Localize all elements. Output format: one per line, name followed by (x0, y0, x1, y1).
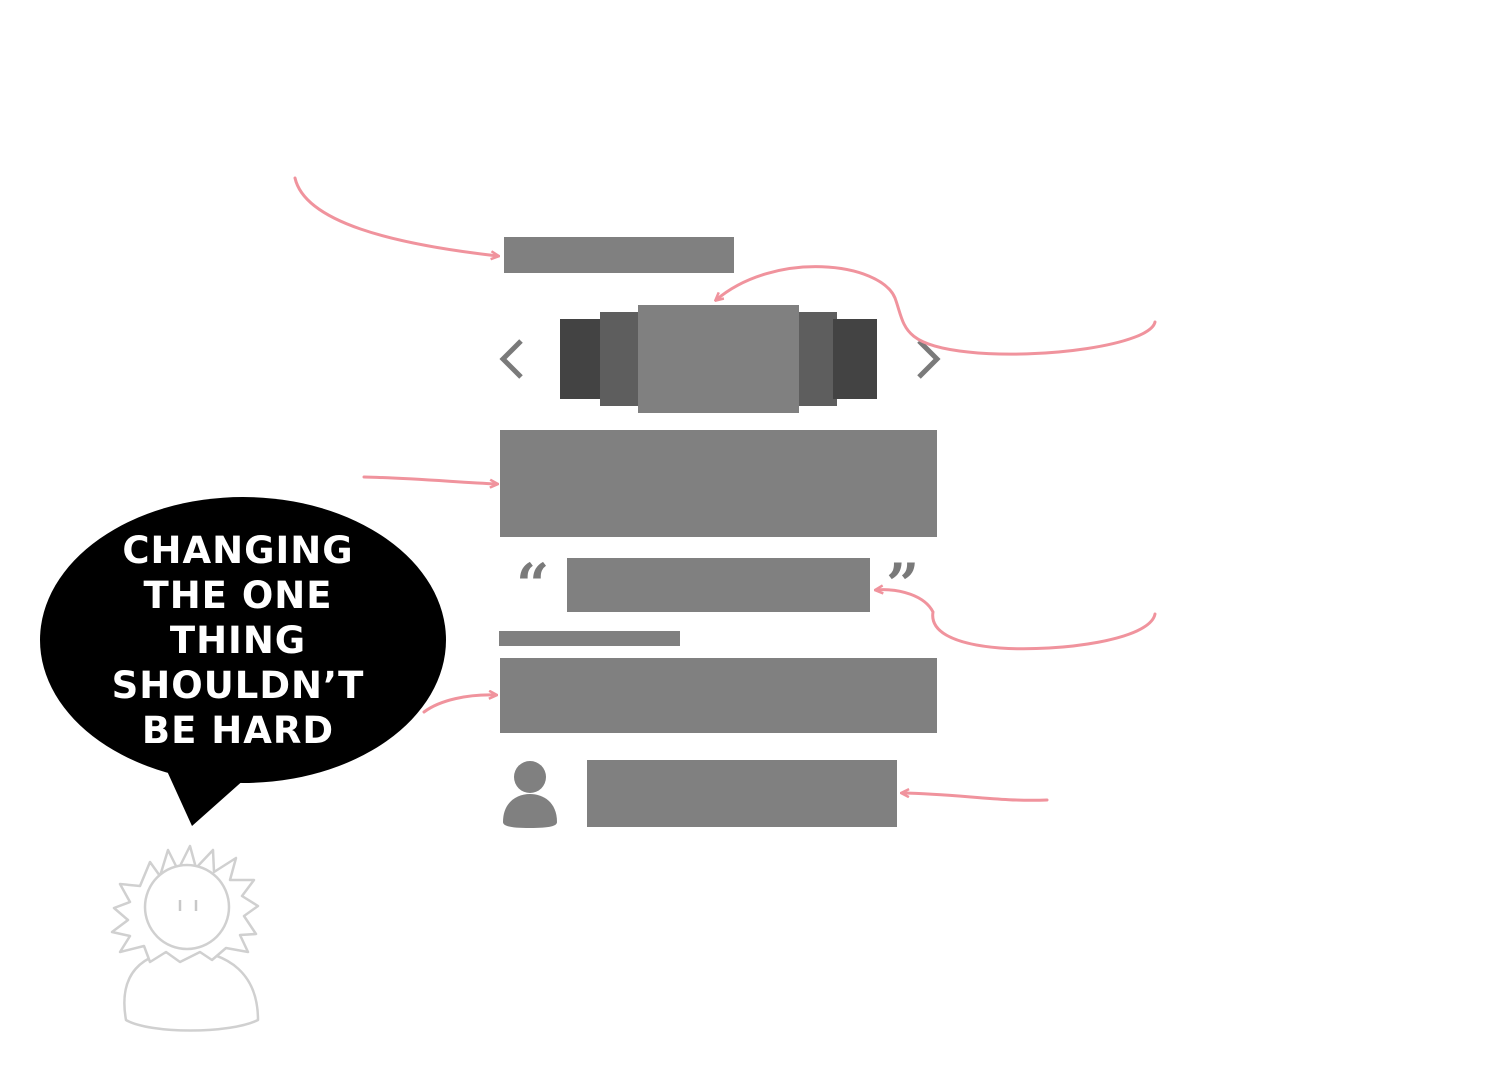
heading-placeholder (504, 237, 734, 273)
carousel-slide-far-left[interactable] (560, 319, 604, 399)
quote-text-placeholder (567, 558, 870, 612)
carousel-slide-far-right[interactable] (833, 319, 877, 399)
chevron-right-icon (917, 339, 941, 379)
carousel-slide-left[interactable] (600, 312, 640, 406)
arrow-to-content-block (362, 475, 497, 484)
author-name-placeholder (587, 760, 897, 827)
speech-bubble-text: CHANGING THE ONE THING SHOULDN’T BE HARD (111, 529, 365, 752)
description-block-placeholder (500, 658, 937, 733)
close-quote-mark: ” (886, 551, 920, 619)
arrow-to-heading (293, 176, 498, 256)
carousel-prev-button[interactable] (497, 331, 537, 387)
carousel (497, 303, 943, 415)
subheading-placeholder (499, 631, 680, 646)
arrow-to-author (902, 793, 1049, 802)
carousel-slide-right[interactable] (795, 312, 837, 406)
chevron-left-icon (499, 339, 523, 379)
spiky-hair-character-icon (110, 844, 260, 1032)
carousel-next-button[interactable] (903, 331, 943, 387)
carousel-slide-active[interactable] (638, 305, 799, 413)
user-avatar-icon (500, 756, 560, 830)
arrow-to-description (422, 695, 496, 714)
open-quote-mark: “ (516, 551, 550, 619)
content-block-placeholder (500, 430, 937, 537)
